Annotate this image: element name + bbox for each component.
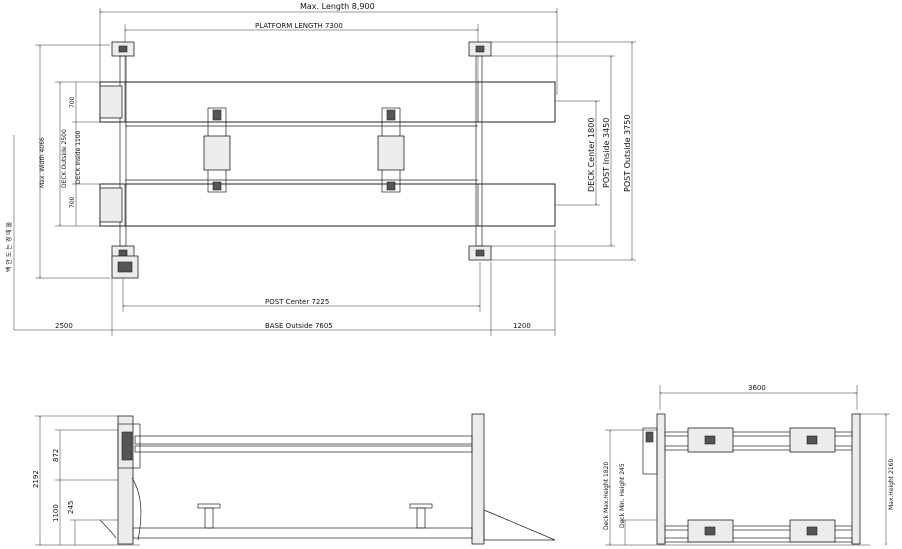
jack-left bbox=[203, 107, 231, 193]
post-inside-label: POST Inside 3450 bbox=[602, 118, 611, 188]
front-view: 3600 Deck Max.Height 1820 Deck Min. Heig… bbox=[603, 384, 895, 545]
base-right-label: 1200 bbox=[513, 322, 531, 330]
deck-inside-label: DECK Inside 1100 bbox=[75, 130, 82, 184]
side-post-right bbox=[471, 413, 485, 545]
deck-min-height-label: Deck Min. Height 245 bbox=[619, 463, 626, 528]
base-left-label: 2500 bbox=[55, 322, 73, 330]
top-view: Max. Length 8,900 PLATFORM LENGTH 7300 M… bbox=[3, 2, 636, 336]
min-height-label: 245 bbox=[67, 501, 75, 514]
post-outside-label: POST Outside 3750 bbox=[623, 115, 632, 192]
lower-height-label: 1100 bbox=[52, 504, 60, 522]
deck-bottom bbox=[99, 183, 556, 227]
deck-center-label: DECK Center 1800 bbox=[587, 118, 596, 192]
deck-outside-label: DECK Outside 2500 bbox=[61, 129, 68, 188]
upper-height-label: 872 bbox=[52, 449, 60, 462]
max-width-label: Max. Width 4066 bbox=[39, 137, 46, 188]
deck-top bbox=[99, 81, 556, 123]
front-max-height-label: Max.Height 2160 bbox=[888, 458, 895, 510]
side-note-text: 백 안 도 는 경 애 물 bbox=[5, 221, 13, 272]
deck-width-top-label: 700 bbox=[69, 96, 76, 108]
front-post-left bbox=[656, 413, 666, 545]
side-view: 2192 872 1100 245 bbox=[32, 413, 556, 545]
deck-width-bottom-label: 700 bbox=[69, 196, 76, 208]
front-post-right bbox=[851, 413, 861, 545]
front-width-label: 3600 bbox=[748, 384, 766, 392]
deck-max-height-label: Deck Max.Height 1820 bbox=[603, 462, 610, 530]
platform-length-label: PLATFORM LENGTH 7300 bbox=[255, 22, 343, 30]
total-height-label: 2192 bbox=[32, 470, 40, 488]
jack-right bbox=[377, 107, 405, 193]
base-outside-label: BASE Outside 7605 bbox=[265, 322, 333, 330]
post-center-label: POST Center 7225 bbox=[265, 298, 329, 306]
max-length-label: Max. Length 8,900 bbox=[300, 2, 375, 11]
